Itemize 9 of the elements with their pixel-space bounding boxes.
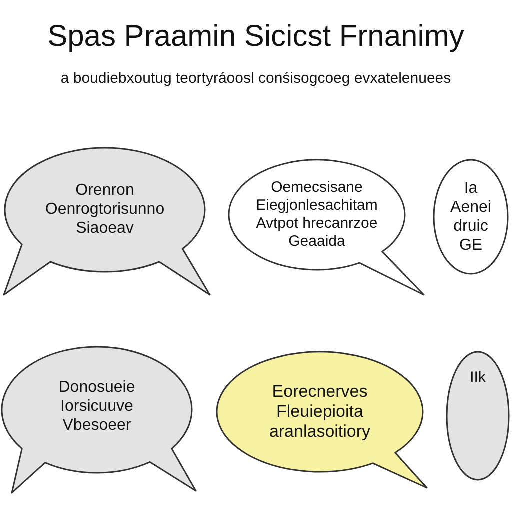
bubble-text: Eorecnerves Fleuiepioita aranlasoitiory	[269, 382, 371, 442]
bubble-text: IIk	[470, 369, 486, 386]
title: Spas Praamin Sicicst Frnanimy	[48, 20, 464, 53]
bubble-text: Ia Aenei druic GE	[450, 180, 492, 254]
bubble-text: Oemecsisane Eiegjonlesachitam Avtpot hrecanrzoe Geaaida	[256, 179, 378, 250]
bubble-text: Donosueie Iorsicuuve Vbesoeer	[58, 379, 136, 434]
subtitle: a boudiebxoutug teortyráoosl conśisogcoeg evxatelenuees	[60, 70, 452, 87]
speech-bubble	[446, 350, 510, 482]
bubble-text: Orenron Oenrogtorisunno Siaoeav	[45, 182, 165, 238]
